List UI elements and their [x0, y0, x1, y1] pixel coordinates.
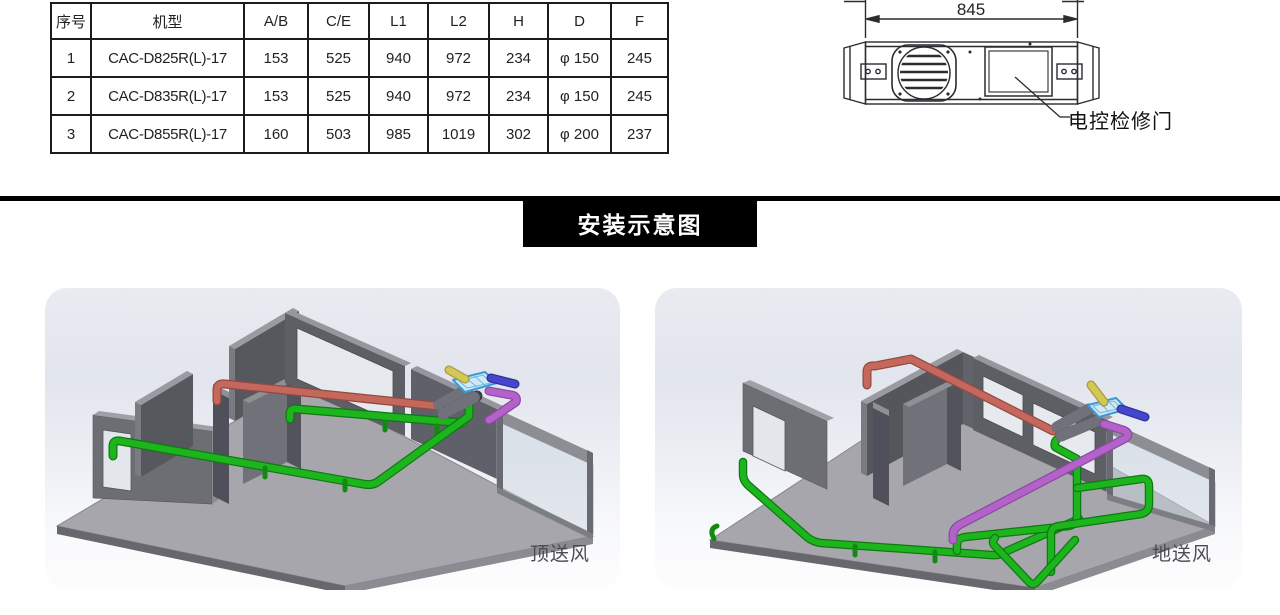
col-header-f: F: [610, 2, 669, 40]
installation-view-floor-supply: 地送风: [655, 288, 1242, 590]
scene-caption-floor-supply: 地送风: [1151, 544, 1212, 565]
col-header-l2: L2: [427, 2, 490, 40]
cell: 972: [427, 76, 490, 116]
col-header-ce: C/E: [307, 2, 370, 40]
red-pipe: [862, 354, 1058, 436]
dimension-value: 845: [957, 0, 985, 19]
cell: 940: [368, 38, 429, 78]
cell-model: CAC-D825R(L)-17: [90, 38, 245, 78]
cell: 940: [368, 76, 429, 116]
cell: 525: [307, 76, 370, 116]
col-header-ab: A/B: [243, 2, 309, 40]
scene-floor: [708, 377, 1217, 590]
glass-wall: [1106, 420, 1216, 532]
table-header-row: 序号 机型 A/B C/E L1 L2 H D F: [50, 2, 669, 40]
yellow-pipe: [444, 365, 470, 384]
spec-table: 序号 机型 A/B C/E L1 L2 H D F 1 CAC-D825R(L)…: [50, 2, 669, 154]
access-door-callout: 电控检修门: [1068, 111, 1173, 133]
cell: 160: [243, 114, 309, 154]
unit-technical-drawing: 845: [843, 0, 1100, 118]
cell: 3: [50, 114, 92, 154]
cell: 153: [243, 38, 309, 78]
blue-pipe: [1116, 404, 1150, 422]
table-row: 3 CAC-D855R(L)-17 160 503 985 1019 302 φ…: [50, 114, 669, 154]
cell: 2: [50, 76, 92, 116]
cell: 525: [307, 38, 370, 78]
green-pipes: [709, 430, 1154, 589]
table-row: 1 CAC-D825R(L)-17 153 525 940 972 234 φ …: [50, 38, 669, 78]
cell: 503: [307, 114, 370, 154]
cell: 302: [488, 114, 549, 154]
unit-body: [843, 41, 1100, 105]
cell: 972: [427, 38, 490, 78]
yellow-pipe: [1086, 380, 1109, 407]
table-row: 2 CAC-D835R(L)-17 153 525 940 972 234 φ …: [50, 76, 669, 116]
room-3d-floor-supply: [708, 349, 1217, 590]
dimension-845: [844, 0, 1084, 38]
cell: 245: [610, 38, 669, 78]
cell-model: CAC-D855R(L)-17: [90, 114, 245, 154]
cell-model: CAC-D835R(L)-17: [90, 76, 245, 116]
cell: 1: [50, 38, 92, 78]
col-header-index: 序号: [50, 2, 92, 40]
cell: φ 150: [547, 76, 612, 116]
purple-pipe: [484, 386, 521, 425]
cell: 234: [488, 38, 549, 78]
left-wall-window: [742, 380, 834, 490]
room-3d-top-supply: [55, 308, 595, 590]
red-pipe: [212, 379, 442, 411]
callout-leader-line: [1014, 76, 1070, 118]
col-header-d: D: [547, 2, 612, 40]
access-panel: [968, 42, 1053, 101]
blue-pipe: [486, 373, 520, 389]
interior-partitions: [873, 382, 961, 506]
glass-wall: [496, 409, 594, 540]
cell: 985: [368, 114, 429, 154]
green-pipes: [108, 397, 474, 493]
round-vent: [891, 44, 957, 102]
horizontal-rule: [0, 196, 1280, 201]
section-banner: 安装示意图: [523, 199, 757, 247]
cell: 1019: [427, 114, 490, 154]
cell: 234: [488, 76, 549, 116]
col-header-l1: L1: [368, 2, 429, 40]
section-banner-title: 安装示意图: [577, 212, 703, 238]
purple-pipe: [948, 419, 1133, 545]
cell: 245: [610, 76, 669, 116]
installation-view-top-supply: 顶送风: [45, 288, 620, 590]
cell: φ 200: [547, 114, 612, 154]
cell: 237: [610, 114, 669, 154]
col-header-h: H: [488, 2, 549, 40]
col-header-model: 机型: [90, 2, 245, 40]
cell: 153: [243, 76, 309, 116]
scene-caption-top-supply: 顶送风: [529, 544, 590, 565]
flex-ducts: [1051, 403, 1103, 442]
cell: φ 150: [547, 38, 612, 78]
interior-partitions: [213, 378, 301, 504]
